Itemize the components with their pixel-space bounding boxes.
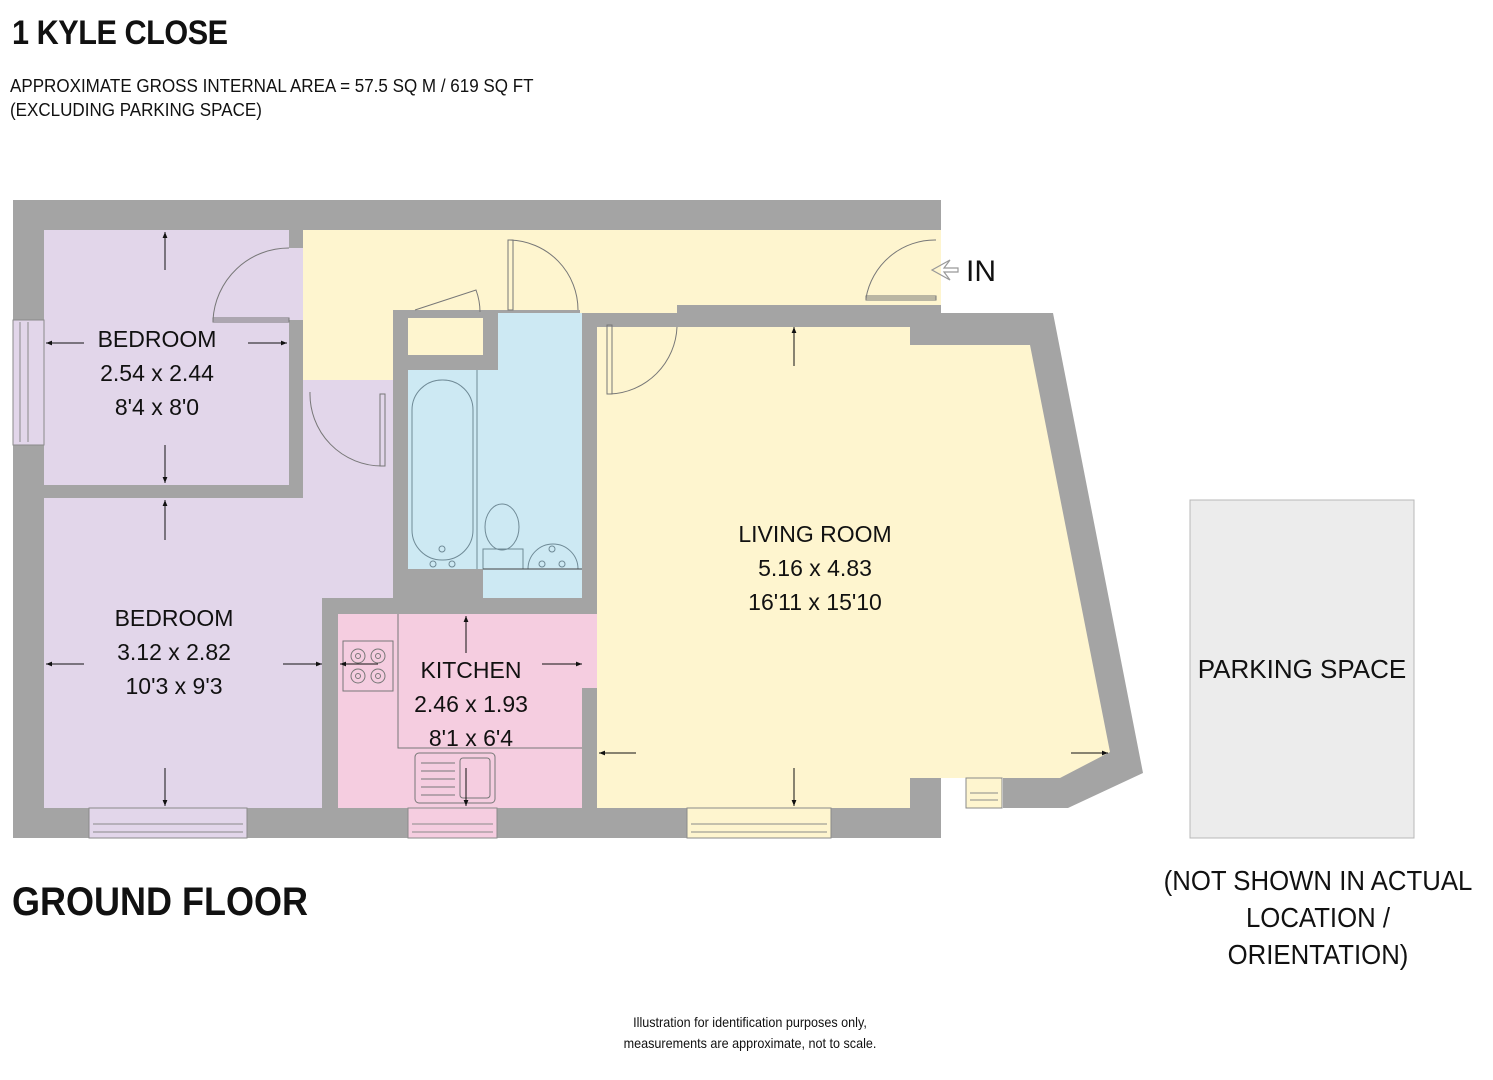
svg-text:BEDROOM: BEDROOM — [98, 326, 217, 352]
inner-hall-area — [44, 380, 393, 808]
svg-text:BEDROOM: BEDROOM — [115, 605, 234, 631]
door-living — [609, 326, 678, 395]
room-label-bedroom-1: BEDROOM 2.54 x 2.44 8'4 x 8'0 — [98, 326, 217, 420]
doors — [212, 239, 937, 467]
basin-icon — [527, 543, 579, 570]
cupboard-area — [408, 318, 483, 355]
svg-text:10'3 x 9'3: 10'3 x 9'3 — [125, 673, 222, 699]
svg-text:16'11 x 15'10: 16'11 x 15'10 — [748, 589, 882, 615]
entrance-arrow-icon — [930, 259, 959, 281]
bathtub-icon — [411, 379, 474, 561]
svg-text:2.54 x 2.44: 2.54 x 2.44 — [100, 360, 214, 386]
dimension-arrows — [46, 232, 1108, 806]
door-bedroom1 — [212, 247, 290, 321]
svg-text:8'1 x 6'4: 8'1 x 6'4 — [429, 725, 513, 751]
internal-walls — [13, 230, 1053, 808]
svg-text:5.16 x 4.83: 5.16 x 4.83 — [758, 555, 872, 581]
kitchen-fixtures — [342, 614, 582, 804]
svg-text:2.46 x 1.93: 2.46 x 1.93 — [414, 691, 528, 717]
room-label-living: LIVING ROOM 5.16 x 4.83 16'11 x 15'10 — [738, 521, 891, 615]
door-inner-hall — [309, 391, 383, 467]
living-room-area — [597, 327, 1110, 808]
door-entrance — [865, 239, 937, 299]
svg-text:LIVING ROOM: LIVING ROOM — [738, 521, 891, 547]
parking-location-note: (NOT SHOWN IN ACTUAL LOCATION / ORIENTAT… — [1163, 865, 1473, 970]
room-label-kitchen: KITCHEN 2.46 x 1.93 8'1 x 6'4 — [414, 657, 528, 751]
area-summary: APPROXIMATE GROSS INTERNAL AREA = 57.5 S… — [10, 74, 534, 122]
door-bathroom — [509, 239, 579, 311]
area-exclusion-note: (EXCLUDING PARKING SPACE) — [10, 99, 262, 120]
property-title: 1 KYLE CLOSE — [12, 14, 228, 52]
toilet-icon — [484, 503, 520, 551]
bathroom-area — [408, 313, 582, 598]
windows — [12, 319, 1003, 839]
sink-icon — [414, 752, 496, 804]
window-kitchen — [407, 807, 498, 839]
svg-text:3.12 x 2.82: 3.12 x 2.82 — [117, 639, 231, 665]
parking-space — [1189, 499, 1415, 839]
parking-label: PARKING SPACE — [1198, 654, 1407, 684]
hallway-area — [303, 230, 941, 380]
room-label-bedroom-2: BEDROOM 3.12 x 2.82 10'3 x 9'3 — [115, 605, 234, 699]
svg-text:8'4 x 8'0: 8'4 x 8'0 — [115, 394, 199, 420]
door-cupboard — [414, 289, 481, 313]
bedroom-1-area — [44, 230, 289, 485]
entrance-label: IN — [966, 255, 996, 288]
window-bedroom2 — [88, 807, 248, 839]
window-living — [686, 807, 832, 839]
disclaimer: Illustration for identification purposes… — [623, 1014, 877, 1051]
gross-area-text: APPROXIMATE GROSS INTERNAL AREA = 57.5 S… — [10, 75, 534, 96]
floor-label: GROUND FLOOR — [12, 880, 308, 924]
svg-text:KITCHEN: KITCHEN — [421, 657, 522, 683]
bathroom-fixtures — [411, 370, 582, 570]
room-fills — [44, 230, 1110, 808]
